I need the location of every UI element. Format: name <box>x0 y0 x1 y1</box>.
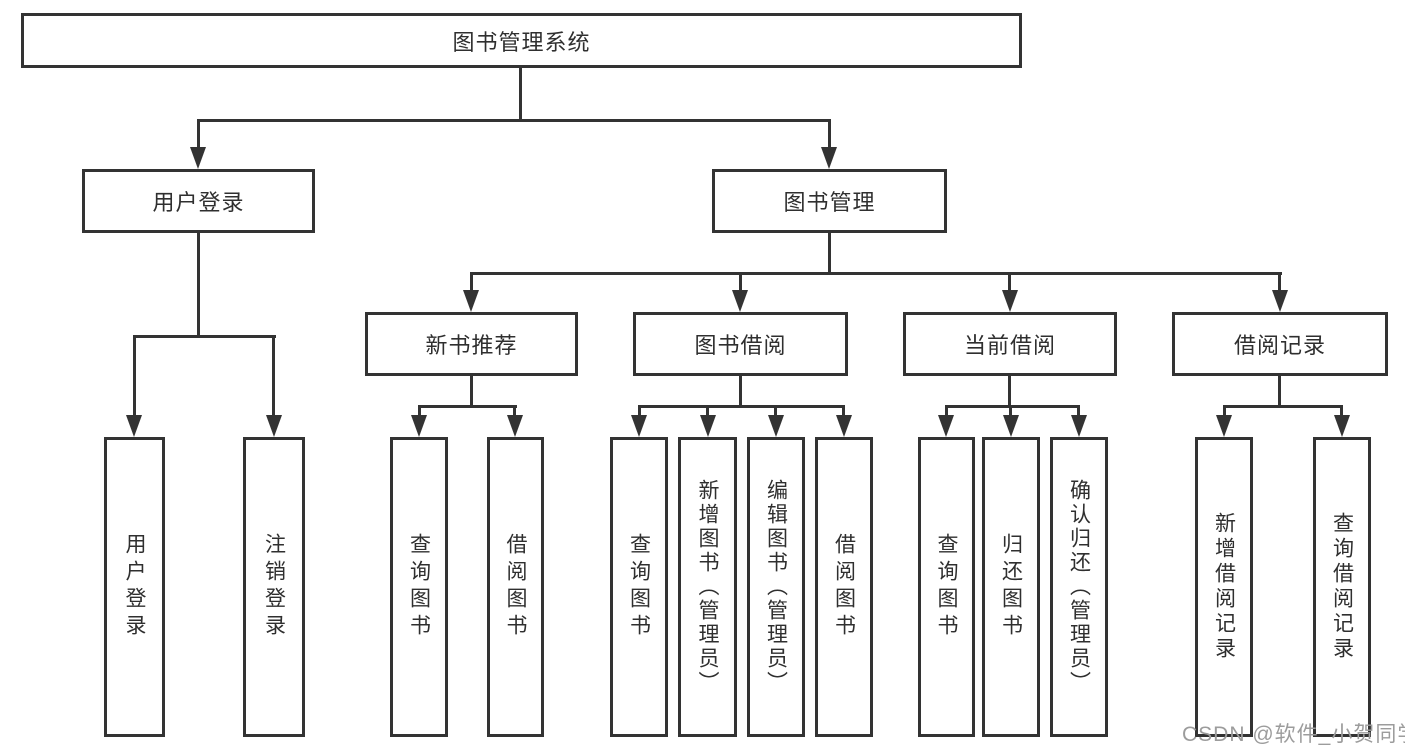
arrowhead-to-current-borrow <box>1002 290 1018 312</box>
connector-cb-rail <box>945 405 1080 408</box>
connector-root-stem <box>519 68 522 122</box>
arrowhead-to-cb-confirm <box>1071 415 1087 437</box>
arrowhead-to-cb-query <box>938 415 954 437</box>
node-leaf-br-query-record: 查询借阅记录 <box>1313 437 1371 737</box>
connector-drop-new-book <box>470 272 473 292</box>
connector-drop-bb-edit <box>774 405 777 417</box>
arrowhead-to-bb-add <box>700 415 716 437</box>
arrowhead-to-ul-login <box>126 415 142 437</box>
node-label: 图书管理系统 <box>452 29 591 55</box>
node-leaf-logout: 注销登录 <box>243 437 305 737</box>
connector-drop-borrow-record <box>1278 272 1281 292</box>
node-leaf-user-login: 用户登录 <box>104 437 165 737</box>
node-label: 新增图书（管理员） <box>696 479 719 695</box>
arrowhead-to-borrow-record <box>1272 290 1288 312</box>
node-leaf-bb-add-book-admin: 新增图书（管理员） <box>678 437 737 737</box>
csdn-watermark: CSDN @软件_小贺同学 <box>1182 723 1405 746</box>
connector-drop-bb-add <box>706 405 709 417</box>
node-label: 借阅记录 <box>1233 333 1326 358</box>
node-label: 查询图书 <box>407 533 431 641</box>
node-label: 当前借阅 <box>963 333 1056 358</box>
node-leaf-nbr-query-book: 查询图书 <box>390 437 448 737</box>
node-leaf-cb-return-book: 归还图书 <box>982 437 1040 737</box>
connector-drop-bb-query <box>638 405 641 417</box>
node-label: 注销登录 <box>262 533 286 641</box>
connector-drop-nbr-query <box>418 405 421 417</box>
node-leaf-cb-query-book: 查询图书 <box>918 437 975 737</box>
node-leaf-cb-confirm-return-admin: 确认归还（管理员） <box>1050 437 1108 737</box>
node-label: 新增借阅记录 <box>1212 512 1236 662</box>
connector-nbr-stem <box>470 376 473 407</box>
arrowhead-to-book-management <box>821 147 837 169</box>
node-library-management-system: 图书管理系统 <box>21 13 1022 68</box>
arrowhead-to-nbr-borrow <box>507 415 523 437</box>
node-label: 编辑图书（管理员） <box>764 479 788 695</box>
node-label: 借阅图书 <box>832 533 856 641</box>
arrowhead-to-bb-query <box>631 415 647 437</box>
node-label: 查询图书 <box>935 533 958 641</box>
connector-drop-cb-confirm <box>1077 405 1080 417</box>
node-label: 图书管理 <box>783 190 876 215</box>
node-label: 确认归还（管理员） <box>1067 479 1091 695</box>
node-leaf-nbr-borrow-book: 借阅图书 <box>487 437 544 737</box>
connector-root-rail <box>197 119 831 122</box>
connector-drop-book-management <box>828 119 831 149</box>
node-book-management: 图书管理 <box>712 169 947 233</box>
connector-cb-stem <box>1008 376 1011 407</box>
connector-drop-user-login <box>197 119 200 149</box>
arrowhead-to-book-borrow <box>732 290 748 312</box>
arrowhead-to-bb-borrow <box>836 415 852 437</box>
arrowhead-to-bb-edit <box>768 415 784 437</box>
arrowhead-to-br-query <box>1334 415 1350 437</box>
connector-drop-cb-return <box>1009 405 1012 417</box>
connector-bb-stem <box>739 376 742 407</box>
connector-drop-nbr-borrow <box>513 405 516 417</box>
connector-drop-current-borrow <box>1008 272 1011 292</box>
node-borrow-record: 借阅记录 <box>1172 312 1388 376</box>
node-user-login: 用户登录 <box>82 169 315 233</box>
arrowhead-to-cb-return <box>1003 415 1019 437</box>
connector-user-login-rail <box>133 335 276 338</box>
connector-drop-bb-borrow <box>842 405 845 417</box>
connector-drop-ul-login <box>133 335 136 417</box>
node-book-borrow: 图书借阅 <box>633 312 848 376</box>
connector-drop-br-query <box>1340 405 1343 417</box>
connector-br-stem <box>1278 376 1281 407</box>
node-label: 用户登录 <box>123 533 146 641</box>
node-label: 借阅图书 <box>504 533 527 641</box>
arrowhead-to-user-login <box>190 147 206 169</box>
node-current-borrow: 当前借阅 <box>903 312 1117 376</box>
connector-br-rail <box>1223 405 1343 408</box>
node-leaf-bb-query-book: 查询图书 <box>610 437 668 737</box>
node-label: 新书推荐 <box>425 333 518 358</box>
arrowhead-to-nbr-query <box>411 415 427 437</box>
node-label: 查询图书 <box>627 533 651 641</box>
connector-book-management-rail <box>470 272 1282 275</box>
arrowhead-to-ul-logout <box>266 415 282 437</box>
node-leaf-bb-borrow-book: 借阅图书 <box>815 437 873 737</box>
node-leaf-br-add-record: 新增借阅记录 <box>1195 437 1253 737</box>
node-leaf-bb-edit-book-admin: 编辑图书（管理员） <box>747 437 805 737</box>
node-label: 图书借阅 <box>694 333 787 358</box>
node-label: 查询借阅记录 <box>1330 512 1354 662</box>
node-label: 用户登录 <box>152 190 245 215</box>
connector-book-management-stem <box>828 233 831 275</box>
node-label: 归还图书 <box>999 533 1023 641</box>
connector-drop-ul-logout <box>272 335 275 417</box>
connector-bb-rail <box>638 405 845 408</box>
connector-nbr-rail <box>418 405 517 408</box>
arrowhead-to-br-add <box>1216 415 1232 437</box>
connector-user-login-stem <box>197 233 200 338</box>
connector-drop-cb-query <box>945 405 948 417</box>
connector-drop-book-borrow <box>739 272 742 292</box>
connector-drop-br-add <box>1223 405 1226 417</box>
node-new-book-recommend: 新书推荐 <box>365 312 578 376</box>
arrowhead-to-new-book <box>463 290 479 312</box>
